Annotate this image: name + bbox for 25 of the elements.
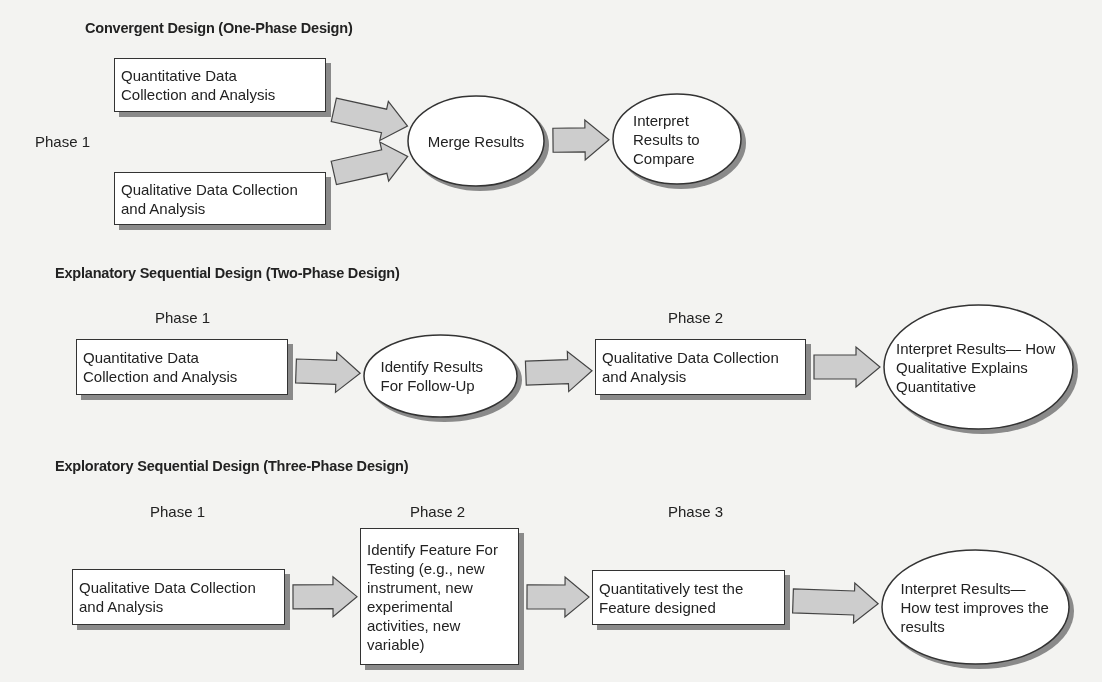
block-arrow bbox=[292, 575, 358, 618]
block-arrow bbox=[792, 581, 880, 625]
phase-label: Phase 1 bbox=[150, 503, 206, 520]
block-arrow bbox=[524, 350, 593, 393]
section-heading: Exploratory Sequential Design (Three-Phase Design) bbox=[55, 458, 409, 474]
phase-label: Phase 3 bbox=[668, 503, 724, 520]
block-arrow bbox=[813, 345, 881, 389]
node-text: Quantitatively test the Feature designed bbox=[599, 578, 745, 617]
node-text: Qualitative Data Collection and Analysis bbox=[602, 348, 780, 386]
section-heading: Convergent Design (One-Phase Design) bbox=[85, 20, 353, 36]
block-arrow bbox=[330, 97, 409, 142]
block-arrow bbox=[526, 575, 590, 619]
node-text: Quantitative Data Collection and Analysis bbox=[83, 348, 239, 386]
node-text: Qualitative Data Collection and Analysis bbox=[121, 179, 299, 218]
block-arrow bbox=[294, 351, 362, 394]
phase-label: Phase 1 bbox=[35, 133, 91, 150]
block-arrow bbox=[552, 118, 610, 162]
section-heading: Explanatory Sequential Design (Two-Phase Design) bbox=[55, 265, 400, 281]
node-text: Quantitative Data Collection and Analysis bbox=[121, 66, 277, 104]
phase-label: Phase 2 bbox=[410, 503, 466, 520]
phase-label: Phase 1 bbox=[155, 309, 211, 326]
node-text: Identify Feature For Testing (e.g., new instrument, new experimental activities, new variable) bbox=[367, 539, 499, 654]
phase-label: Phase 2 bbox=[668, 309, 724, 326]
node-text: Qualitative Data Collection and Analysis bbox=[79, 578, 257, 616]
block-arrow bbox=[330, 140, 409, 186]
